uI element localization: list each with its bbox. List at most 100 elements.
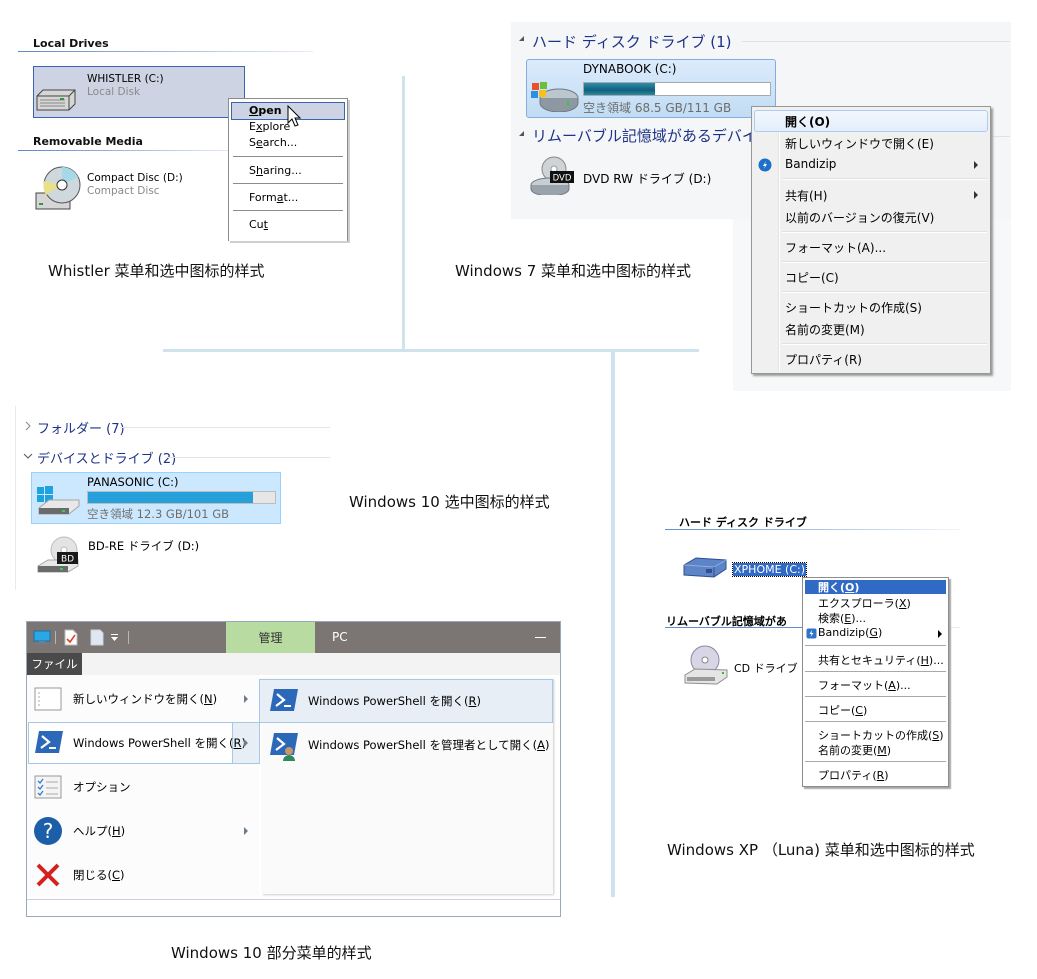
menu-item-search[interactable]: 検索(E)... <box>818 612 867 625</box>
menu-item-explore[interactable]: エクスプローラ(X) <box>818 597 911 610</box>
new-folder-icon[interactable] <box>90 629 104 646</box>
tab-manage[interactable]: 管理 <box>226 622 315 653</box>
collapse-triangle-icon[interactable] <box>518 130 525 137</box>
connector-horizontal <box>163 349 699 352</box>
menu-item-copy[interactable]: コピー(C) <box>818 704 868 717</box>
menu-item-open[interactable]: 開く(O) <box>785 115 831 129</box>
menu-separator <box>805 721 946 722</box>
drive-name-selected[interactable]: XPHOME (C:) <box>731 562 808 577</box>
caption-whistler: Whistler 菜单和选中图标的样式 <box>48 262 265 280</box>
drive-name: Compact Disc (D:) <box>87 172 183 184</box>
menu-item-open-new-window[interactable]: 新しいウィンドウで開く(E) <box>785 137 934 151</box>
menu-item-label: 新しいウィンドウを開く(N) <box>73 692 218 706</box>
menu-item-format[interactable]: フォーマット(A)... <box>785 241 887 255</box>
bandizip-icon <box>758 158 772 172</box>
menu-item-highlight <box>259 679 553 723</box>
hard-drive-icon <box>683 557 727 578</box>
drive-name: BD-RE ドライブ (D:) <box>88 539 200 553</box>
drive-usage-bar <box>583 82 771 96</box>
menu-item-label: 閉じる(C) <box>73 868 125 882</box>
group-header-hard-disk[interactable]: ハード ディスク ドライブ (1) <box>532 33 732 51</box>
menu-item-search[interactable]: Search... <box>249 136 298 149</box>
menu-item-label: ヘルプ(H) <box>73 824 126 838</box>
cd-drive-icon <box>684 645 728 685</box>
powershell-icon <box>35 731 63 753</box>
submenu-arrow-icon <box>974 191 978 199</box>
menu-item-bandizip[interactable]: Bandizip <box>785 157 837 171</box>
menu-item-create-shortcut[interactable]: ショートカットの作成(S) <box>818 729 944 742</box>
bd-drive-icon: BD <box>37 536 79 573</box>
svg-text:?: ? <box>43 819 54 843</box>
group-header-local-drives: Local Drives <box>33 37 109 50</box>
tab-file[interactable]: ファイル <box>27 653 82 675</box>
properties-icon[interactable] <box>64 629 78 646</box>
drive-free-space: 空き領域 68.5 GB/111 GB <box>583 101 732 115</box>
menu-item-copy[interactable]: コピー(C) <box>785 271 839 285</box>
menu-item-cut[interactable]: Cut <box>249 218 268 231</box>
menu-item-sharing-security[interactable]: 共有とセキュリティ(H)... <box>818 654 944 667</box>
drive-usage-bar <box>87 491 276 504</box>
menu-item-open[interactable]: 開く(O) <box>818 581 860 594</box>
file-menu-left-pane <box>27 675 259 897</box>
new-window-icon <box>34 687 62 711</box>
menu-item-label: Windows PowerShell を管理者として開く(A) <box>308 738 550 752</box>
menu-item-explore[interactable]: Explore <box>249 120 291 133</box>
menu-item-rename[interactable]: 名前の変更(M) <box>785 323 865 337</box>
caption-win10-menu: Windows 10 部分菜单的样式 <box>171 944 372 962</box>
group-divider <box>18 51 313 52</box>
context-menu: 開く(O) エクスプローラ(X) 検索(E)... Bandizip(G) 共有… <box>802 577 949 787</box>
menu-item-rename[interactable]: 名前の変更(M) <box>818 744 892 757</box>
menu-separator <box>805 671 946 672</box>
drive-usage-fill <box>88 492 253 503</box>
group-header-folders[interactable]: フォルダー (7) <box>37 422 125 437</box>
group-header-hard-disk: ハード ディスク ドライブ <box>679 516 807 529</box>
menu-item-open[interactable]: Open <box>249 104 282 117</box>
menu-item-bandizip[interactable]: Bandizip(G) <box>818 626 883 639</box>
caption-winxp: Windows XP （Luna) 菜单和选中图标的样式 <box>667 841 975 859</box>
group-header-removable[interactable]: リムーバブル記憶域があるデバイス <box>532 127 754 145</box>
svg-text:BD: BD <box>61 555 74 565</box>
drive-name: DYNABOOK (C:) <box>583 62 677 76</box>
drive-name: WHISTLER (C:) <box>87 73 164 85</box>
menu-separator <box>782 343 987 345</box>
menu-separator <box>782 178 987 180</box>
menu-item-new-window[interactable]: 新しいウィンドウを開く(N) <box>27 677 259 721</box>
menu-item-properties[interactable]: プロパティ(R) <box>818 769 889 782</box>
minimize-button[interactable] <box>535 637 546 638</box>
submenu-item-open-powershell-admin[interactable]: Windows PowerShell を管理者として開く(A) <box>262 723 553 765</box>
menu-item-highlight <box>754 110 988 132</box>
customize-toolbar-icon[interactable] <box>110 633 119 642</box>
hard-drive-icon <box>36 89 76 111</box>
windows-drive-icon <box>37 486 80 515</box>
chevron-right-icon[interactable] <box>24 421 32 431</box>
menu-item-open-powershell[interactable]: Windows PowerShell を開く(R) <box>27 721 259 765</box>
menu-item-sharing[interactable]: Sharing... <box>249 164 302 177</box>
menu-item-share[interactable]: 共有(H) <box>785 189 828 203</box>
menu-separator <box>805 761 946 762</box>
menu-item-help[interactable]: ? ヘルプ(H) <box>27 809 259 853</box>
menu-item-close[interactable]: 閉じる(C) <box>27 853 259 897</box>
menu-separator <box>805 696 946 697</box>
menu-item-label: Windows PowerShell を開く(R) <box>73 736 246 750</box>
help-icon: ? <box>34 817 62 845</box>
collapse-triangle-icon[interactable] <box>518 35 525 42</box>
submenu-item-open-powershell[interactable]: Windows PowerShell を開く(R) <box>262 679 553 721</box>
windows-hard-drive-icon <box>531 82 579 112</box>
drive-name: CD ドライブ (D <box>734 662 802 675</box>
menu-separator <box>233 156 343 157</box>
window-title: PC <box>332 630 348 644</box>
computer-icon[interactable] <box>33 630 51 645</box>
chevron-down-icon[interactable] <box>23 452 33 460</box>
group-header-devices[interactable]: デバイスとドライブ (2) <box>37 452 177 467</box>
menu-item-properties[interactable]: プロパティ(R) <box>785 353 862 367</box>
menu-item-format[interactable]: Format... <box>249 191 299 204</box>
options-icon <box>34 775 62 799</box>
drive-type: Compact Disc <box>87 185 160 197</box>
menu-item-restore-versions[interactable]: 以前のバージョンの復元(V) <box>785 211 935 225</box>
whistler-panel: Local Drives WHISTLER (C:) Local Disk Re… <box>0 30 360 241</box>
menu-item-format[interactable]: フォーマット(A)... <box>818 679 911 692</box>
submenu-arrow-icon <box>974 161 978 169</box>
menu-item-create-shortcut[interactable]: ショートカットの作成(S) <box>785 301 922 315</box>
connector-vertical-bottom <box>611 351 615 897</box>
menu-item-options[interactable]: オプション <box>27 765 259 809</box>
